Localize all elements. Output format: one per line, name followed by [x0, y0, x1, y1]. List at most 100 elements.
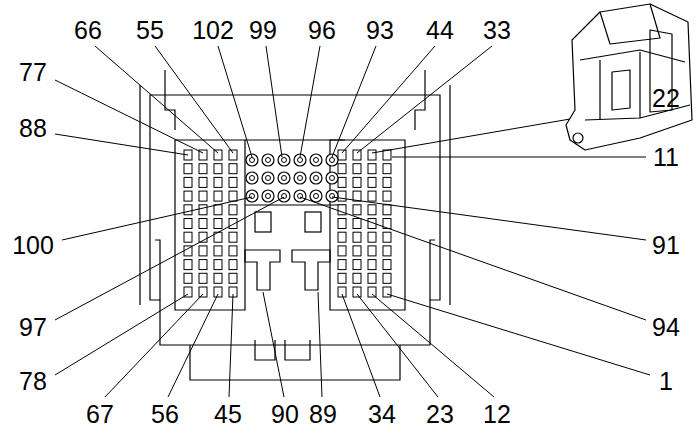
terminal-cavity — [383, 232, 391, 242]
terminal-cavity — [338, 164, 346, 174]
round-terminal-core — [250, 158, 255, 163]
housing-foot — [255, 340, 310, 360]
round-terminal-core — [298, 158, 303, 163]
terminal-cavity — [383, 287, 391, 297]
terminal-cavity — [338, 260, 346, 270]
terminal-cavity — [368, 164, 376, 174]
leader-line — [55, 134, 188, 155]
callout-number: 45 — [214, 402, 242, 427]
pin-group — [184, 150, 391, 297]
terminal-cavity — [199, 177, 207, 187]
round-terminal-core — [314, 176, 319, 181]
terminal-cavity — [368, 205, 376, 215]
terminal-cavity — [199, 205, 207, 215]
terminal-cavity — [353, 219, 361, 229]
terminal-cavity — [368, 273, 376, 283]
round-terminal — [326, 172, 338, 184]
terminal-cavity — [229, 219, 237, 229]
inset-detail — [580, 50, 685, 120]
round-terminal-core — [266, 194, 271, 199]
leader-line — [300, 197, 646, 320]
terminal-cavity — [338, 219, 346, 229]
latch-slot — [305, 212, 321, 232]
terminal-cavity — [214, 287, 222, 297]
terminal-cavity — [214, 205, 222, 215]
terminal-cavity — [229, 164, 237, 174]
leader-line — [168, 294, 218, 397]
terminal-cavity — [229, 191, 237, 201]
terminal-cavity — [368, 177, 376, 187]
round-terminal-core — [282, 158, 287, 163]
terminal-cavity — [214, 150, 222, 160]
leader-line — [300, 46, 320, 157]
terminal-cavity — [214, 164, 222, 174]
terminal-cavity — [184, 273, 192, 283]
terminal-cavity — [229, 150, 237, 160]
latch-slot — [255, 212, 271, 232]
leader-line — [55, 80, 203, 153]
round-terminal-core — [330, 158, 335, 163]
terminal-cavity — [229, 273, 237, 283]
callout-number: 78 — [19, 369, 47, 394]
leader-line — [263, 292, 284, 397]
terminal-cavity — [353, 232, 361, 242]
terminal-cavity — [338, 150, 346, 160]
callout-number: 33 — [483, 18, 511, 43]
terminal-cavity — [383, 260, 391, 270]
callout-number: 94 — [652, 315, 680, 340]
leader-line — [332, 46, 376, 157]
leader-line — [155, 46, 233, 153]
terminal-cavity — [383, 177, 391, 187]
terminal-cavity — [383, 205, 391, 215]
leader-line — [357, 294, 438, 397]
housing-side — [155, 240, 435, 300]
terminal-cavity — [214, 273, 222, 283]
inset-hole — [573, 133, 583, 143]
latch-t — [292, 250, 330, 290]
latch-t — [245, 250, 280, 290]
housing-outline — [150, 95, 440, 345]
terminal-cavity — [229, 177, 237, 187]
callout-number: 12 — [483, 402, 511, 427]
callout-number: 77 — [19, 60, 47, 85]
terminal-cavity — [214, 177, 222, 187]
round-terminal — [294, 172, 306, 184]
callout-number: 23 — [426, 402, 454, 427]
leader-line — [372, 294, 494, 397]
terminal-cavity — [383, 164, 391, 174]
terminal-cavity — [383, 150, 391, 160]
leader-line — [342, 46, 435, 153]
terminal-cavity — [214, 191, 222, 201]
callout-number: 67 — [86, 402, 114, 427]
round-terminal-core — [314, 194, 319, 199]
callout-number: 44 — [426, 18, 454, 43]
callout-number: 56 — [151, 402, 179, 427]
inset-body — [566, 4, 692, 150]
round-terminal — [310, 154, 322, 166]
terminal-cavity — [229, 232, 237, 242]
round-terminal — [278, 172, 290, 184]
round-terminal-core — [282, 176, 287, 181]
housing-edge — [140, 85, 450, 305]
callout-number: 1 — [659, 369, 673, 394]
leader-line — [55, 294, 188, 375]
terminal-cavity — [368, 232, 376, 242]
terminal-cavity — [353, 164, 361, 174]
leader-line — [342, 294, 380, 397]
callout-number: 66 — [74, 18, 102, 43]
housing-rib — [165, 70, 425, 130]
round-terminal-core — [330, 176, 335, 181]
terminal-cavity — [184, 164, 192, 174]
terminal-cavity — [368, 287, 376, 297]
round-terminal-core — [250, 176, 255, 181]
terminal-cavity — [353, 260, 361, 270]
terminal-cavity — [199, 273, 207, 283]
terminal-cavity — [368, 150, 376, 160]
callout-number: 97 — [19, 315, 47, 340]
round-terminal — [278, 190, 290, 202]
round-terminal — [262, 154, 274, 166]
round-terminal-core — [314, 158, 319, 163]
terminal-cavity — [184, 232, 192, 242]
terminal-cavity — [184, 177, 192, 187]
